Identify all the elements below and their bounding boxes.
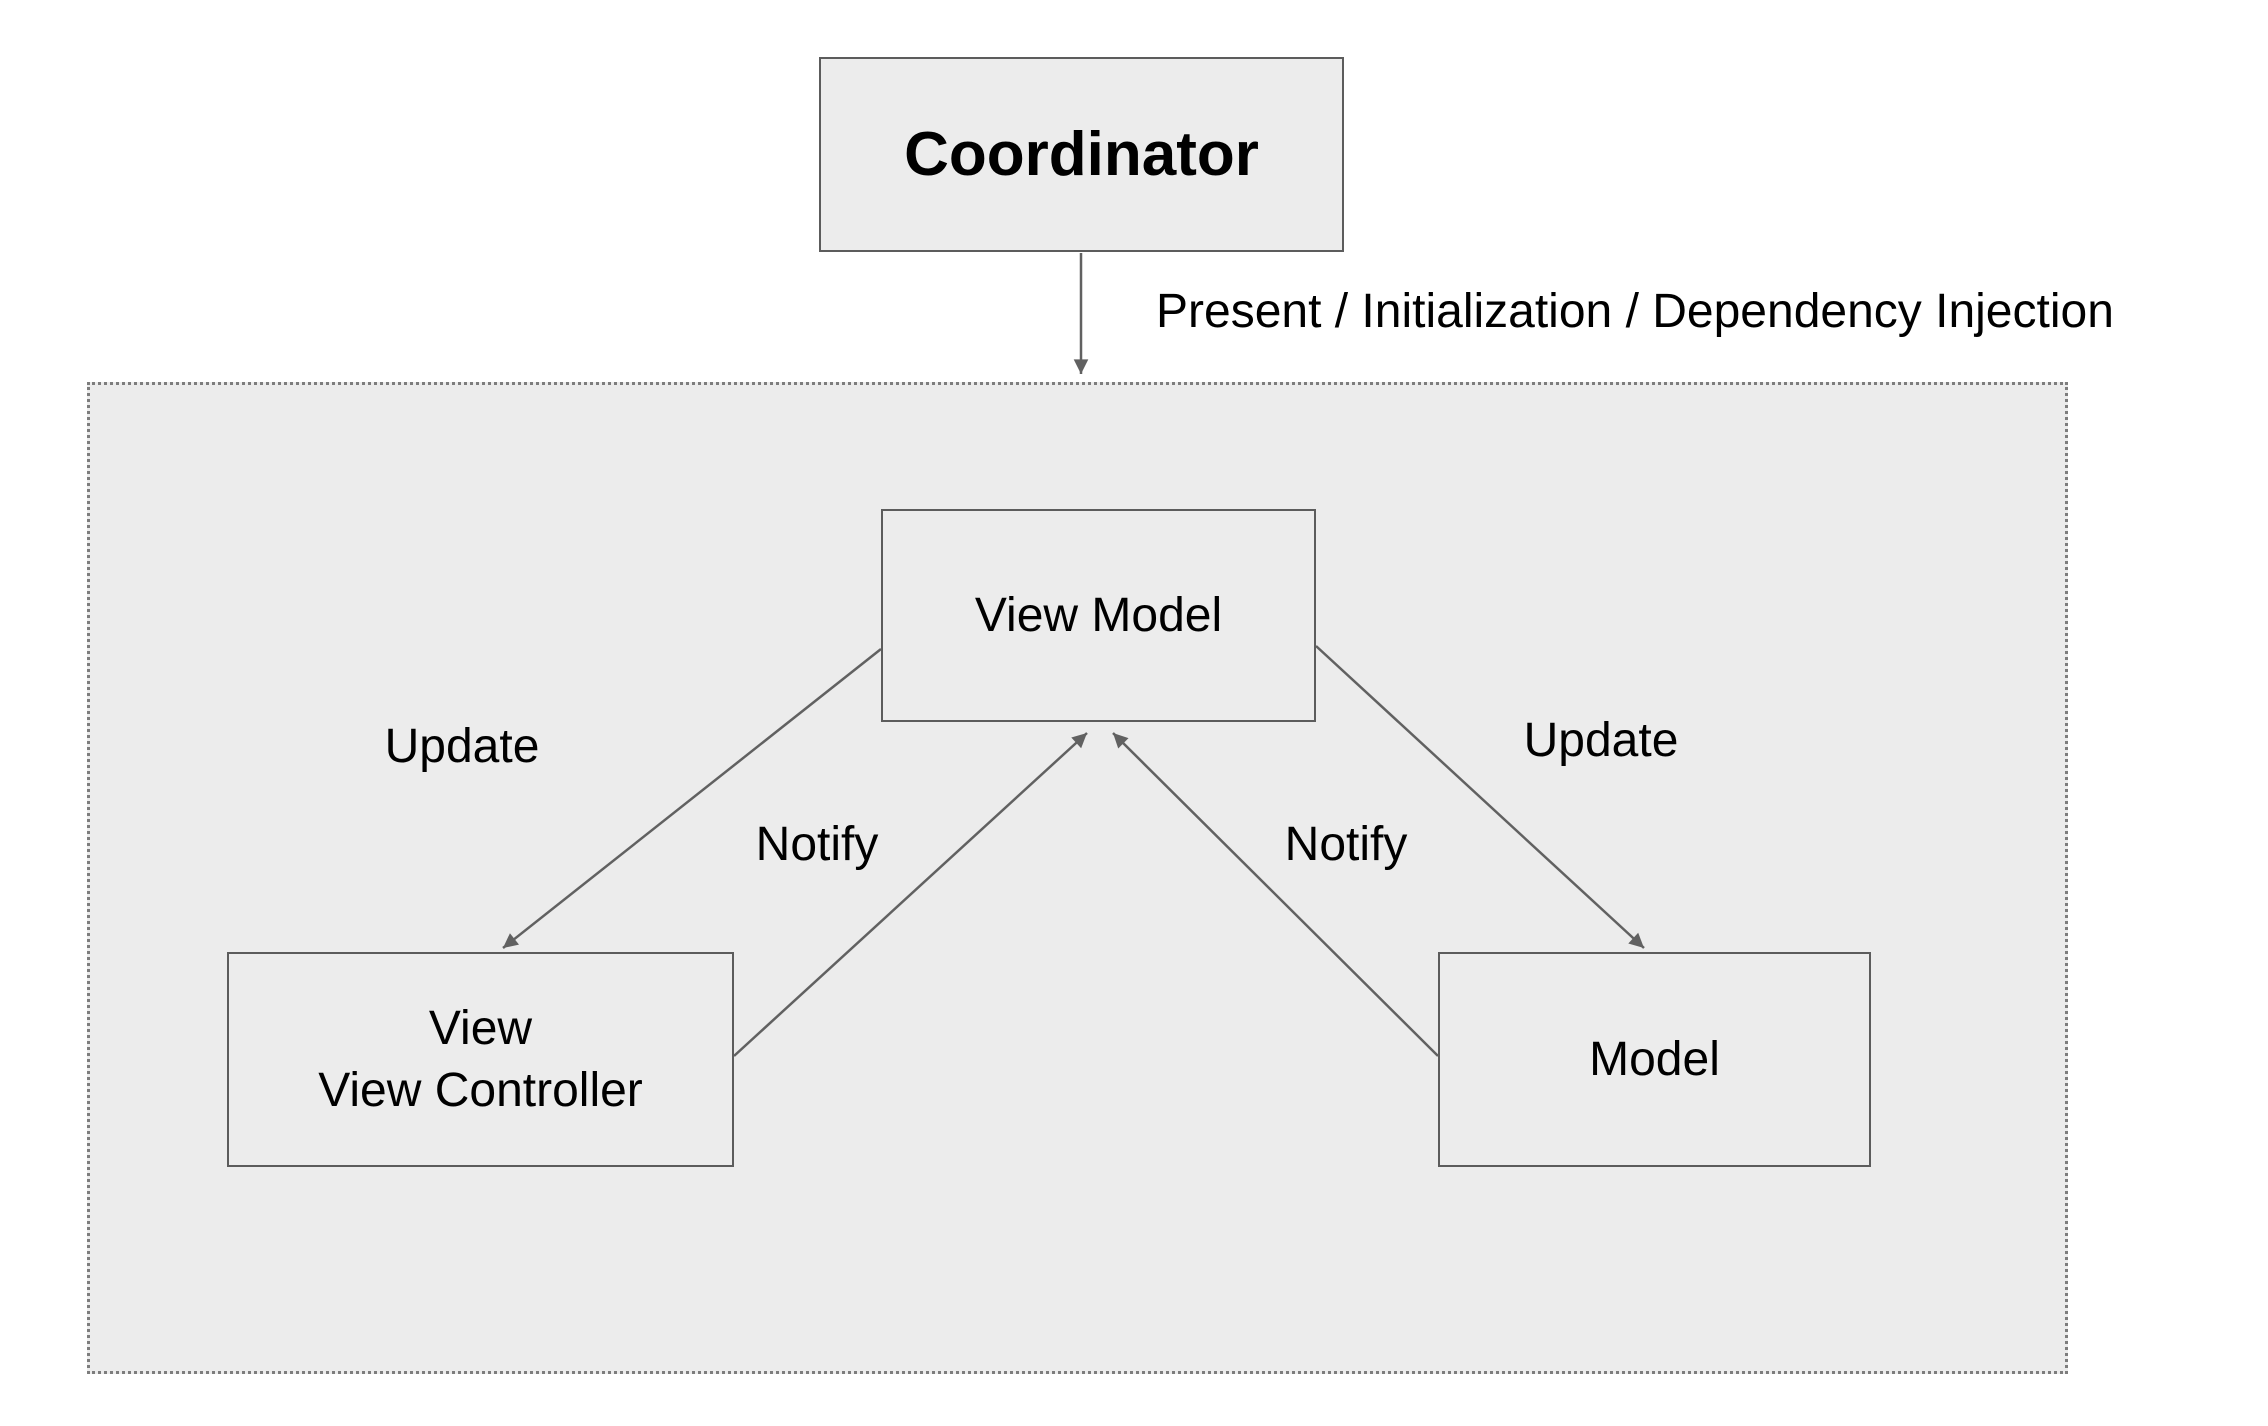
notify-right-edge-label: Notify	[1284, 818, 1408, 871]
model-node: Model	[1438, 952, 1871, 1167]
update-right-edge-label: Update	[1523, 714, 1679, 767]
update-left-edge-label: Update	[384, 720, 540, 773]
view-view-controller-label-line1: View	[428, 1001, 533, 1055]
coordinator-label: Coordinator	[904, 119, 1259, 189]
view-view-controller-label-line2: View Controller	[318, 1063, 643, 1117]
view-model-label: View Model	[974, 588, 1223, 642]
view-view-controller-node: View View Controller	[227, 952, 734, 1167]
notify-left-edge-label: Notify	[755, 818, 879, 871]
coordinator-node: Coordinator	[819, 57, 1344, 252]
view-model-node: View Model	[881, 509, 1316, 722]
present-edge-label: Present / Initialization / Dependency In…	[1156, 285, 2114, 338]
model-label: Model	[1589, 1032, 1720, 1086]
